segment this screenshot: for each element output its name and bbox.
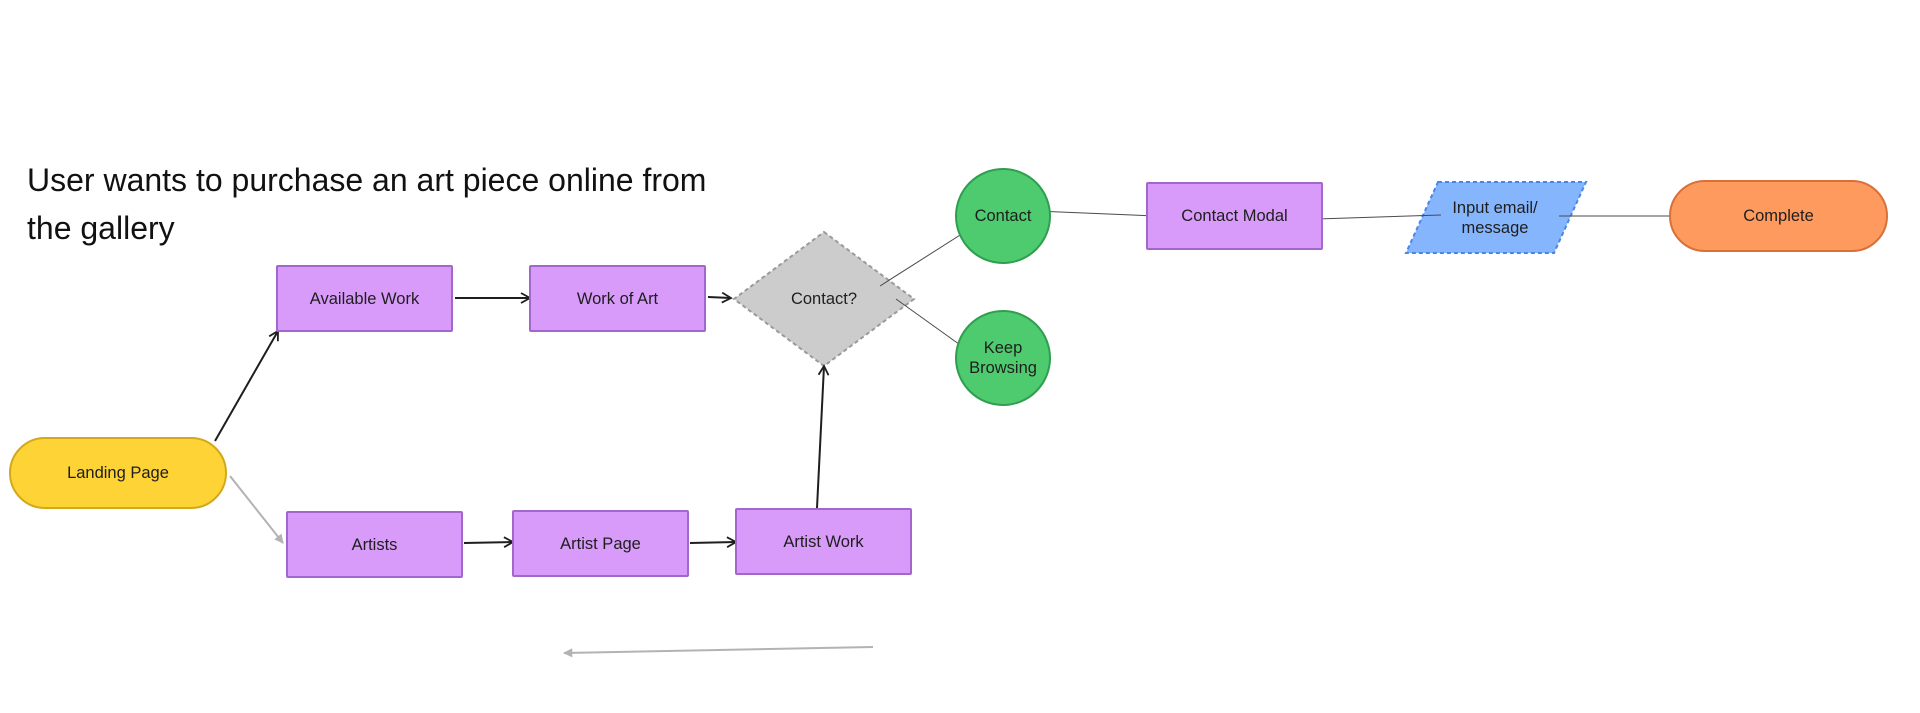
node-label: Input email/ message: [1452, 199, 1538, 237]
node-label: Contact: [974, 207, 1032, 225]
node-label: Contact?: [790, 290, 858, 308]
node-label: Artist Page: [560, 534, 641, 553]
node-contact-modal[interactable]: Contact Modal: [1146, 182, 1323, 250]
node-work-of-art[interactable]: Work of Art: [529, 265, 706, 332]
node-artist-page[interactable]: Artist Page: [512, 510, 689, 577]
connector-artistwork-to-decision[interactable]: [816, 364, 830, 509]
connector-modal-to-input[interactable]: [1316, 214, 1442, 220]
connector-workofart-to-contact[interactable]: [707, 291, 733, 304]
node-label: Keep Browsing: [969, 339, 1037, 377]
node-label: Artist Work: [783, 532, 864, 551]
node-contact-decision[interactable]: Contact?: [754, 279, 894, 319]
node-artist-work[interactable]: Artist Work: [735, 508, 912, 575]
connector-contact-to-modal[interactable]: [1035, 210, 1157, 217]
node-available-work[interactable]: Available Work: [276, 265, 453, 332]
node-label: Contact Modal: [1181, 207, 1288, 225]
node-landing-page[interactable]: Landing Page: [9, 437, 227, 509]
node-artists[interactable]: Artists: [286, 511, 463, 578]
input-parallelogram[interactable]: [1404, 181, 1588, 254]
diagram-title: User wants to purchase an art piece onli…: [27, 162, 707, 246]
node-complete[interactable]: Complete: [1669, 180, 1888, 252]
node-keep-browsing[interactable]: Keep Browsing: [955, 310, 1051, 406]
connector-landing-to-artists[interactable]: [229, 475, 284, 544]
node-label: Work of Art: [576, 289, 659, 308]
node-label: Complete: [1743, 207, 1814, 225]
node-input-email[interactable]: Input email/ message: [1425, 195, 1565, 241]
node-label: Available Work: [309, 289, 420, 308]
connector-landing-to-available[interactable]: [214, 329, 279, 442]
connector-decision-to-contact[interactable]: [879, 229, 969, 287]
connector-artistpage-to-artistwork[interactable]: [689, 536, 738, 548]
connector-artists-to-artistpage[interactable]: [463, 536, 515, 548]
node-label: Landing Page: [67, 464, 169, 482]
node-contact[interactable]: Contact: [955, 168, 1051, 264]
node-label: Artists: [351, 535, 398, 554]
stray-connector[interactable]: [563, 646, 874, 658]
